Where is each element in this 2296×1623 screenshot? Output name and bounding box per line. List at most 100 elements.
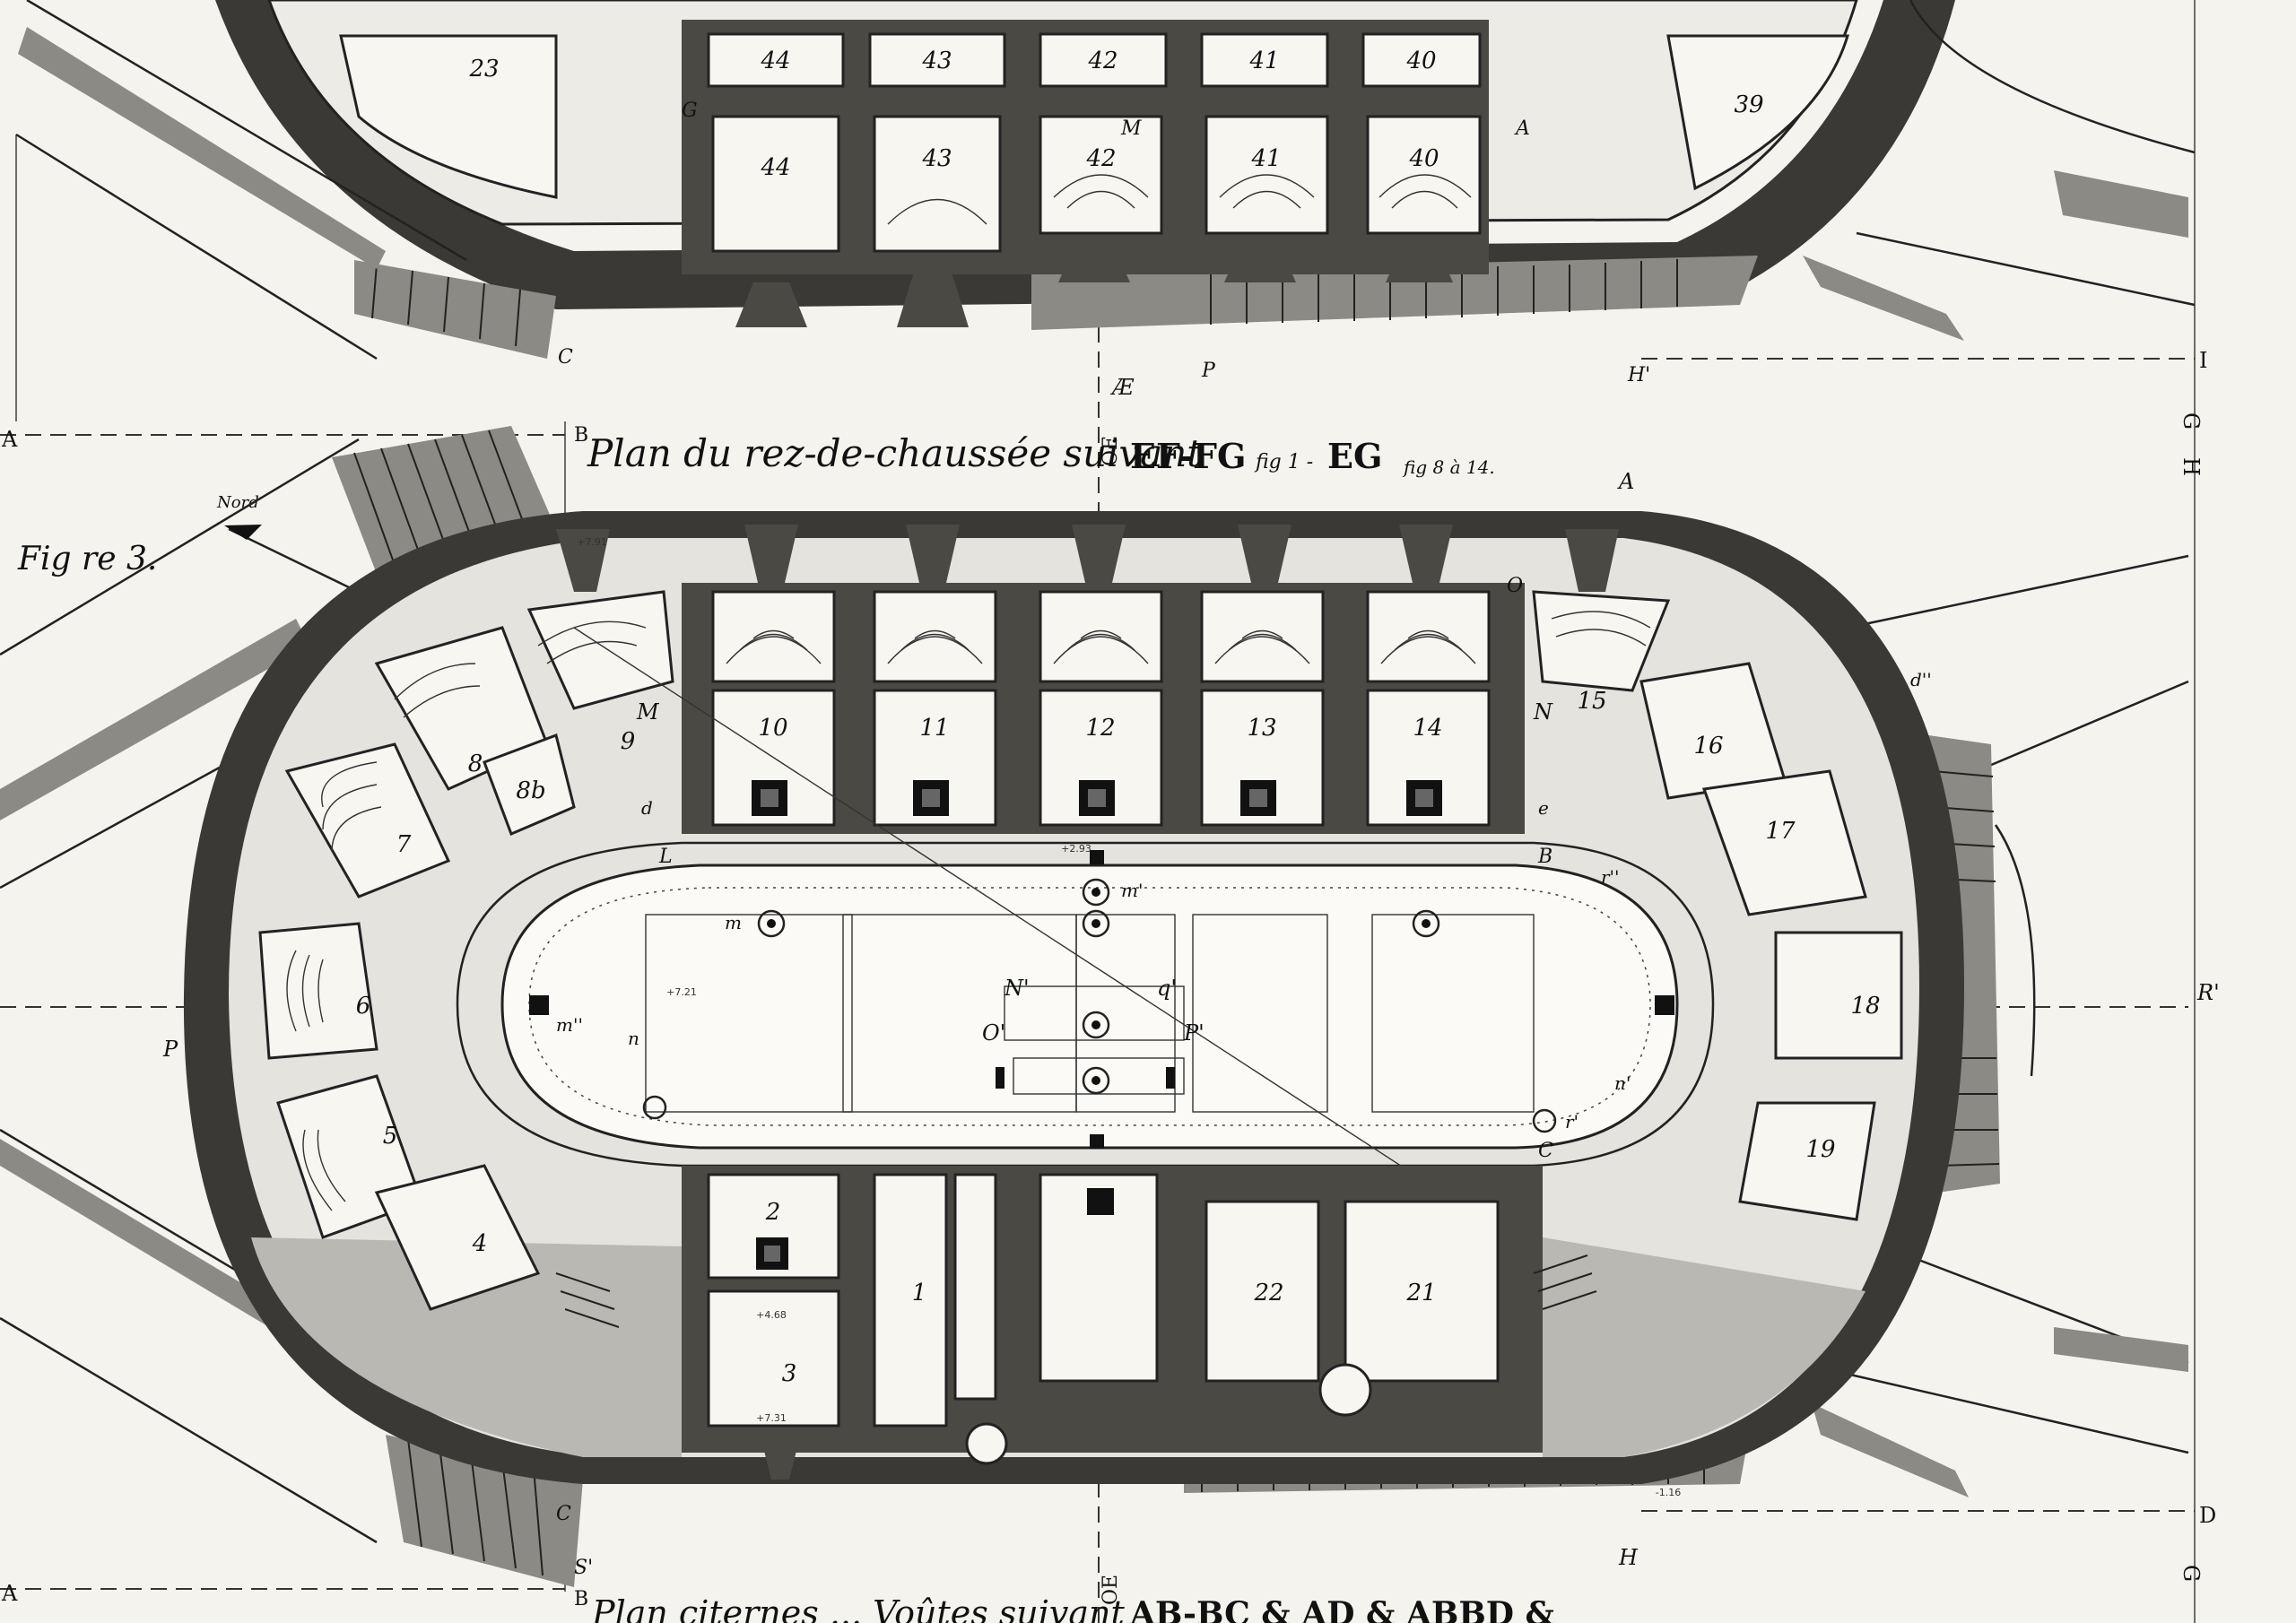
- plan-letter: P: [162, 1037, 178, 1062]
- ring-room-15: [1532, 590, 1671, 692]
- upper-letter: M: [1120, 117, 1142, 140]
- ring-room-number: 5: [383, 1123, 398, 1150]
- plan-letter: S': [574, 1557, 593, 1579]
- top-room-number: 11: [919, 715, 949, 742]
- ring-room-19: [1738, 1101, 1876, 1221]
- top-room-numbers: 10 11 12 13 14: [758, 715, 1442, 742]
- upper-right-road: [1909, 0, 2196, 154]
- upper-top-room-number: 43: [921, 48, 952, 74]
- arena-letter: N': [1004, 976, 1030, 1001]
- upper-top-room: [868, 32, 1006, 88]
- upper-letter: A: [1514, 117, 1530, 140]
- upper-room: [873, 115, 1002, 253]
- main-title-axis: OE: [1100, 436, 1122, 466]
- plan-letter: H: [1618, 1545, 1639, 1570]
- arena-letter: r'': [1601, 866, 1620, 888]
- left-ring-numbers: 9 8 8b 7 6 5 4: [356, 728, 636, 1257]
- upper-right-road-2: [1856, 231, 2196, 307]
- upper-room-number: 44: [760, 154, 790, 181]
- top-room-number: 13: [1247, 715, 1276, 742]
- margin-letter: D: [2199, 1503, 2216, 1528]
- road-ne-a: [1847, 554, 2189, 629]
- road-sw-b: [0, 1316, 378, 1544]
- diagonal-section-line: [573, 627, 1526, 1247]
- upper-funnels: [735, 242, 1453, 327]
- plan-letter: O: [1507, 575, 1523, 597]
- ring-room-number: 8b: [516, 777, 545, 804]
- bottom-room-21: [1344, 1200, 1500, 1383]
- ring-room-number: 6: [356, 993, 371, 1020]
- elevation-labels: +7.91 +7.21 +2.93 +4.68 +7.31 -1.16: [577, 536, 1681, 1498]
- right-ring-rooms: [1532, 590, 1903, 1221]
- top-room-lower: [1366, 689, 1491, 827]
- margin-letter: H: [2179, 457, 2204, 476]
- upper-right-slab: [1803, 256, 1964, 341]
- upper-room-number: 42: [1085, 145, 1116, 172]
- se-light-zone: [1543, 1237, 1866, 1457]
- elevation-label: +2.93: [1061, 843, 1091, 855]
- left-ring-rooms: [258, 590, 674, 1311]
- ring-room-number: 7: [396, 831, 412, 858]
- bottom-details: [756, 1188, 1372, 1480]
- main-title-text: Plan du rez-de-chaussée suivant: [587, 431, 1202, 475]
- left-stairs-bottom: [555, 1254, 1597, 1328]
- top-rooms: [711, 590, 1491, 827]
- plan-letter: R': [2196, 980, 2220, 1005]
- upper-plan: 44 43 42 41 40 44 43 42 41 40 23 39 G M …: [15, 0, 2196, 400]
- margin-letter: A: [1, 427, 18, 452]
- arena-floor: [500, 864, 1679, 1150]
- upper-top-room: [707, 32, 845, 88]
- upper-top-rooms: [707, 32, 1482, 88]
- upper-main-rooms: [711, 115, 1482, 253]
- ring-room-17: [1701, 769, 1867, 916]
- ring-room-number: 9: [621, 728, 636, 755]
- arena-letter: q': [1157, 976, 1177, 1001]
- bottom-room-numbers: 2 3 1 22 21: [765, 1199, 1437, 1387]
- upper-room-39: [1666, 34, 1850, 191]
- ring-room-9: [526, 590, 674, 710]
- elevation-label: +4.68: [756, 1309, 787, 1321]
- upper-left-stairs: [354, 260, 556, 359]
- arena-letter: P': [1183, 1020, 1205, 1046]
- upper-left-road-b: [15, 133, 378, 360]
- north-arrow-head: [224, 525, 262, 540]
- top-room-number: 12: [1085, 715, 1115, 742]
- figure-label: Fig re 3.: [17, 541, 157, 577]
- upper-room-numbers-top: 44 43 42 41 40: [760, 48, 1436, 74]
- upper-side-room-number: 39: [1734, 91, 1763, 118]
- upper-top-room: [1361, 32, 1482, 88]
- road-se-a: [1838, 1370, 2189, 1454]
- upper-room-23: [339, 34, 558, 199]
- bottom-room-number: 1: [912, 1280, 927, 1306]
- upper-left-stair-hatching: [371, 264, 521, 347]
- upper-right-step: [2054, 170, 2188, 238]
- plan-letter: A: [1617, 469, 1634, 494]
- bottom-room-number: 3: [782, 1360, 797, 1387]
- plan-letter: M: [636, 699, 660, 725]
- bottom-room-number: 22: [1253, 1280, 1283, 1306]
- top-room-number: 14: [1413, 715, 1442, 742]
- arena-letter: e: [1538, 797, 1549, 819]
- main-title-fig-a: fig 1 -: [1254, 451, 1313, 473]
- margin-letter: G: [2179, 1565, 2204, 1582]
- main-corner-letters: M N L B C O P R' A H S' C: [162, 469, 2220, 1579]
- se-slab: [1812, 1403, 1969, 1497]
- arena-letters: N' q' O' P' m m' m'' n n' r' r'' d e d'': [556, 669, 1932, 1133]
- ring-room-number: 19: [1805, 1136, 1835, 1163]
- plan-letter: B: [1537, 846, 1552, 868]
- ring-room-number: 4: [472, 1230, 488, 1257]
- east-buttress-outline: [1994, 824, 2036, 1077]
- road-nw-a: [0, 438, 360, 656]
- top-room-cisterns: [752, 780, 1442, 816]
- bottom-room-1a: [873, 1173, 948, 1428]
- main-title-sections: EF-FG: [1130, 436, 1246, 476]
- upper-side-room-number: 23: [468, 56, 499, 82]
- road-nw-shadow: [0, 619, 309, 820]
- upper-room: [711, 115, 840, 253]
- arena-letter: n: [628, 1028, 639, 1049]
- margin-letter: B: [574, 424, 588, 447]
- bottom-room-22: [1205, 1200, 1320, 1383]
- ring-room-number: 8: [468, 751, 483, 777]
- ring-room-number: 18: [1850, 993, 1880, 1020]
